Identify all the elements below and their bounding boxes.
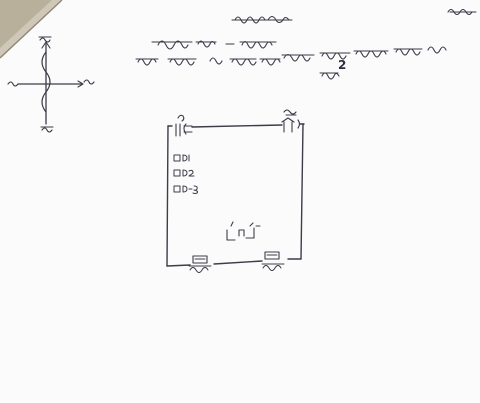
compass-label-south bbox=[40, 126, 54, 133]
checkbox-item-2 bbox=[173, 169, 195, 177]
sheet-number: 2 bbox=[338, 58, 347, 72]
compass-label-east bbox=[83, 79, 95, 85]
checkbox-item-1 bbox=[173, 154, 190, 162]
room-plan bbox=[166, 123, 305, 267]
handwritten-line-3 bbox=[319, 72, 340, 80]
top-right-wall-symbol bbox=[281, 109, 301, 133]
bottom-left-wall-symbol bbox=[188, 255, 212, 273]
folded-corner bbox=[0, 0, 63, 59]
handwritten-line-1 bbox=[151, 40, 277, 50]
top-left-wall-symbol bbox=[175, 114, 193, 137]
handwritten-line-2 bbox=[135, 46, 447, 66]
centre-symbols bbox=[226, 221, 261, 241]
heading-scribble bbox=[231, 15, 293, 24]
compass-rose bbox=[17, 41, 84, 125]
bottom-right-wall-symbol bbox=[261, 251, 285, 271]
checkbox-item-3 bbox=[173, 185, 199, 194]
corner-note-scribble bbox=[447, 8, 477, 16]
compass-label-west bbox=[7, 81, 19, 87]
compass-label-north bbox=[38, 36, 52, 43]
